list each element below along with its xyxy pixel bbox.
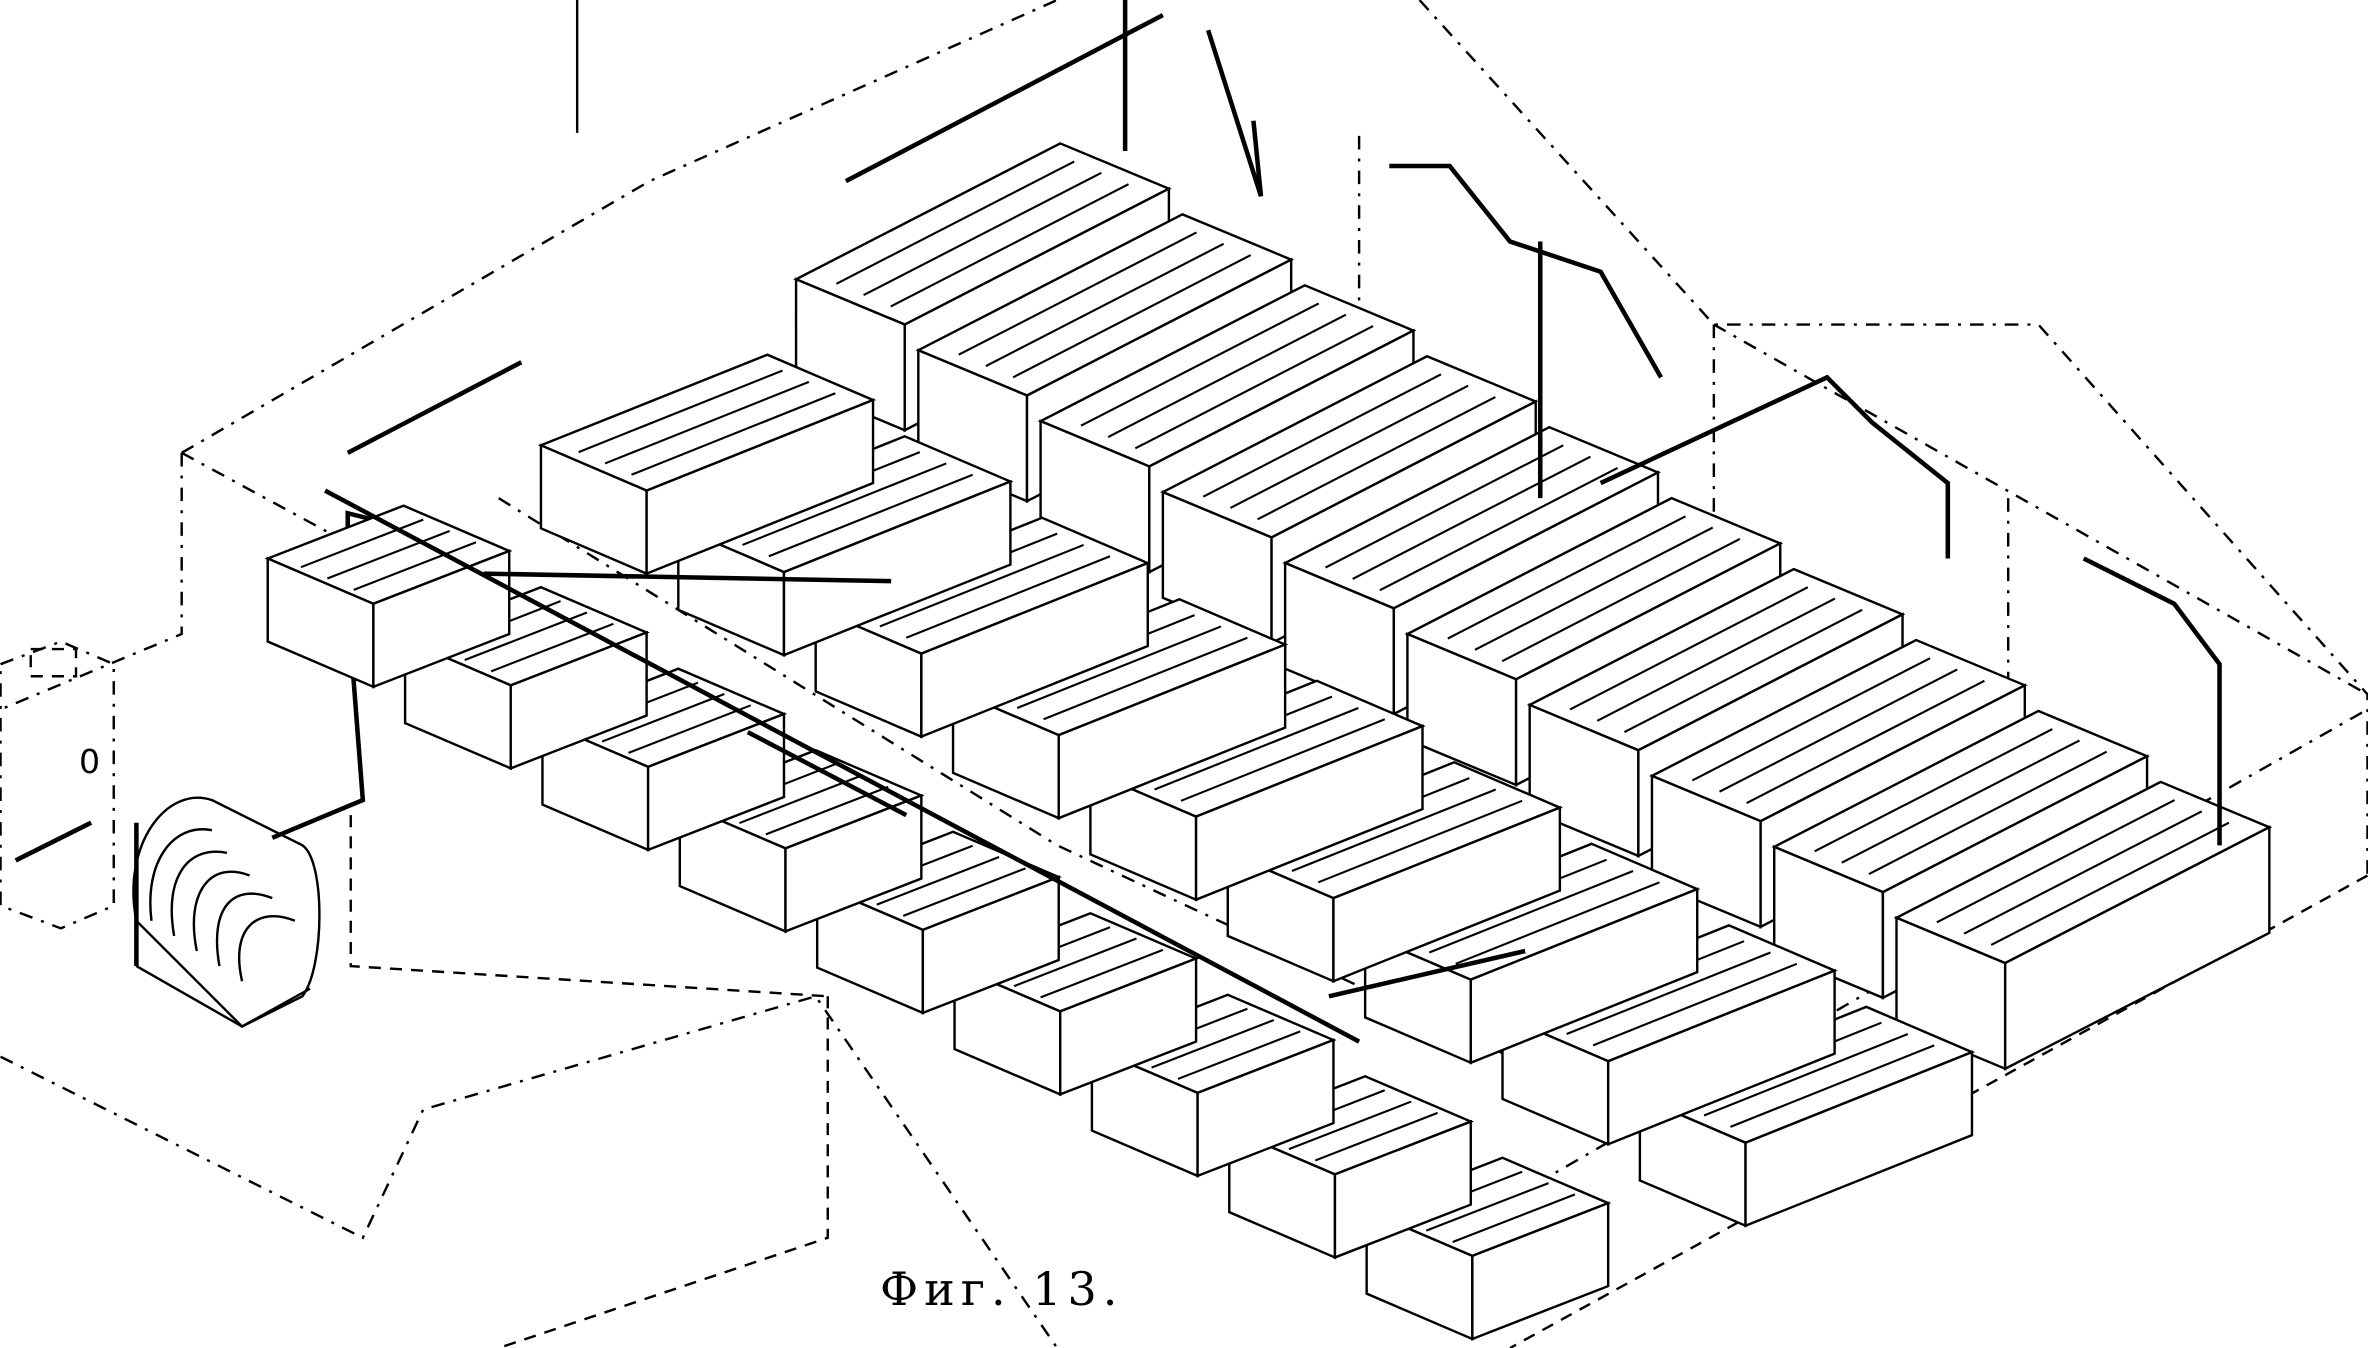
- battery-cell: [1361, 842, 1701, 1065]
- battery-cell: [675, 434, 1014, 657]
- battery-cell: [1226, 1074, 1475, 1260]
- wiring: [324, 0, 2222, 1044]
- battery-cell: [264, 504, 513, 689]
- battery-cell: [1893, 780, 2273, 1071]
- battery-cell: [1088, 993, 1337, 1178]
- label-o: 0: [79, 742, 100, 781]
- figure-caption: Фиг. 13.: [880, 1262, 1124, 1316]
- battery-cell: [537, 353, 877, 576]
- battery-cell: [813, 830, 1062, 1015]
- battery-row-left: [264, 353, 1976, 1341]
- battery-cell: [1499, 924, 1838, 1147]
- battery-cell: [812, 516, 1151, 739]
- battery-cell: [949, 597, 1289, 820]
- battery-cell: [1363, 1156, 1612, 1341]
- battery-cell: [1087, 679, 1426, 902]
- battery-cell: [401, 585, 650, 771]
- cabinet-o: 0: [0, 640, 139, 967]
- battery-row-right: [793, 142, 2273, 1071]
- battery-cell: [951, 911, 1200, 1097]
